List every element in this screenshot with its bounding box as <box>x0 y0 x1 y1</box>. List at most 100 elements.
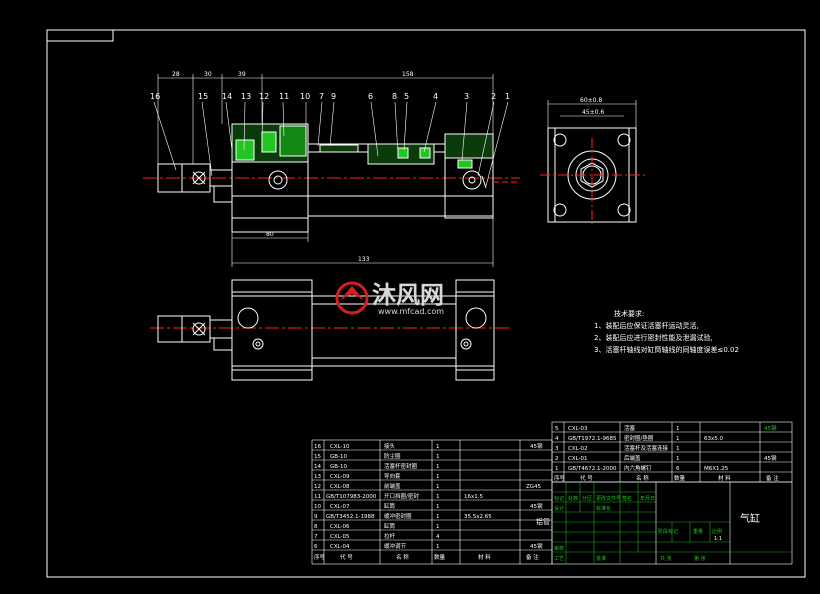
bom-lower-no: 15 <box>314 454 321 460</box>
bom-lower-code: CXL-05 <box>330 534 350 540</box>
bom-lower-no: 16 <box>314 444 321 450</box>
bom-lower-code: CXL-04 <box>330 544 350 550</box>
bom-upper-qty: 1 <box>676 446 680 452</box>
bom-lower-code: CXL-06 <box>330 524 350 530</box>
bom-lower-code: CXL-09 <box>330 474 350 480</box>
bom-lower-code: GB-10 <box>330 464 348 470</box>
bom-lower-qty: 1 <box>436 484 440 490</box>
bom-upper-name: 后端盖 <box>624 454 641 462</box>
bom-lower-qty: 1 <box>436 454 440 460</box>
tech-req-title: 技术要求: <box>614 309 644 318</box>
tech-req-item-3: 3、活塞杆轴线对缸筒轴线的同轴度误差≤0.02 <box>594 345 739 354</box>
bom-lower-header-note: 备 注 <box>526 553 539 561</box>
title-block <box>551 481 793 565</box>
bom-lower-code: CXL-10 <box>330 444 350 450</box>
bom-lower-header-name: 名 称 <box>396 553 409 561</box>
bom-upper-code: GB/T4672.1-2000 <box>568 466 617 472</box>
bom-lower-no: 6 <box>314 544 318 550</box>
bom-upper-header-material: 材 料 <box>718 474 731 482</box>
tb-label-approve: 批准 <box>596 555 606 562</box>
tb-scale: 1:1 <box>714 536 722 542</box>
side-dimensions <box>547 100 637 128</box>
part-label-5: 5 <box>404 92 409 101</box>
bom-upper-note: 45钢 <box>764 424 777 432</box>
bom-upper-qty: 1 <box>676 436 680 442</box>
bom-upper-code: CXL-02 <box>568 446 588 452</box>
part-label-12: 12 <box>259 92 269 101</box>
part-label-3: 3 <box>464 92 469 101</box>
bom-upper-code: GB/T1972.1-9685 <box>568 436 617 442</box>
top-view-rear-cover <box>455 279 495 381</box>
bom-upper-qty: 1 <box>676 426 680 432</box>
part-label-7: 7 <box>319 92 324 101</box>
watermark-brand: 沐风网 <box>372 281 444 309</box>
bom-lower-note: 铝管 <box>536 517 550 526</box>
bom-lower-no: 10 <box>314 504 321 510</box>
top-view <box>150 279 510 381</box>
bom-lower-note: ZG45 <box>526 484 542 490</box>
bom-upper-header-code: 代 号 <box>580 474 593 482</box>
bom-lower-qty: 4 <box>436 534 440 540</box>
bom-lower-qty: 1 <box>436 494 440 500</box>
bom-lower-note: 45钢 <box>530 442 543 450</box>
tb-label-design: 设计 <box>554 505 564 512</box>
bom-lower-no: 7 <box>314 534 318 540</box>
bom-upper-no: 5 <box>555 426 559 432</box>
tb-label-date: 年月日 <box>640 495 655 502</box>
part-number-labels: 16 15 14 13 12 11 10 7 9 6 8 5 4 3 2 1 <box>150 92 510 101</box>
tb-label-zone: 分区 <box>582 495 592 502</box>
bom-lower-name: 开口挡圈/密封 <box>384 492 419 500</box>
bom-lower-qty: 1 <box>436 524 440 530</box>
part-label-13: 13 <box>241 92 251 101</box>
bom-lower-header-no: 序号 <box>314 553 326 561</box>
part-label-14: 14 <box>222 92 232 101</box>
bom-lower-qty: 1 <box>436 514 440 520</box>
bom-upper-note: 45钢 <box>764 454 777 462</box>
dim-top-0: 28 <box>172 71 180 78</box>
bom-lower-name: 活塞杆密封圈 <box>384 462 418 470</box>
bom-upper-name: 活塞 <box>624 424 636 432</box>
bom-lower-no: 13 <box>314 474 321 480</box>
bom-lower-no: 8 <box>314 524 318 530</box>
title-block-texts: 标记 处数 分区 更改文件号 签名 年月日 设计 标准化 阶段标记 重量 比例 … <box>554 495 760 562</box>
bom-lower-name: 缸筒 <box>384 522 396 530</box>
tb-label-standard: 标准化 <box>596 505 611 512</box>
part-label-2: 2 <box>491 92 496 101</box>
part-leaders <box>153 101 509 187</box>
bom-lower-code: GB/T3452.1-1988 <box>326 514 375 520</box>
bom-upper-code: CXL-01 <box>568 456 588 462</box>
dim-side-top: 60±0.8 <box>580 97 602 104</box>
watermark-url: www.mfcad.com <box>378 307 444 316</box>
tech-req-item-1: 1、装配后应保证活塞杆运动灵活, <box>594 321 699 330</box>
part-label-4: 4 <box>433 92 438 101</box>
bom-lower-qty: 1 <box>436 464 440 470</box>
bom-upper-texts: 5 CXL-03 活塞 1 45钢 4 GB/T1972.1-9685 密封圈/… <box>554 424 779 482</box>
bom-lower-qty: 1 <box>436 544 440 550</box>
drawing-frame <box>46 29 806 578</box>
tb-label-mark: 标记 <box>554 495 564 502</box>
bom-lower-no: 11 <box>314 494 321 500</box>
bom-lower-name: 导向套 <box>384 472 401 480</box>
bom-upper-qty: 6 <box>676 466 680 472</box>
part-label-16: 16 <box>150 92 160 101</box>
bom-upper-material: 63x5.0 <box>704 436 724 442</box>
bom-upper-name: 内六角螺钉 <box>624 464 652 472</box>
part-label-15: 15 <box>198 92 208 101</box>
front-dimensions <box>157 74 494 267</box>
bom-lower-code: GB/T107983-2000 <box>326 494 377 500</box>
dim-bottom-long: 133 <box>358 256 370 263</box>
bom-upper-no: 2 <box>555 456 559 462</box>
bom-lower-name: 缸筒 <box>384 502 396 510</box>
bom-lower-qty: 1 <box>436 474 440 480</box>
top-view-front-cover <box>231 279 313 381</box>
front-dimension-texts: 28 30 39 158 80 133 <box>172 71 414 263</box>
bom-upper-no: 4 <box>555 436 559 442</box>
tb-drawing-name: 气缸 <box>740 512 760 525</box>
tb-label-total: 共 张 <box>660 555 672 562</box>
bom-lower-texts: 16 CXL-10 接头 1 45钢 15 GB-10 防尘圈 1 14 GB-… <box>314 442 550 561</box>
tb-label-scale: 比例 <box>712 528 722 535</box>
tb-label-change: 更改文件号 <box>596 495 621 502</box>
bom-lower-note: 45钢 <box>530 542 543 550</box>
